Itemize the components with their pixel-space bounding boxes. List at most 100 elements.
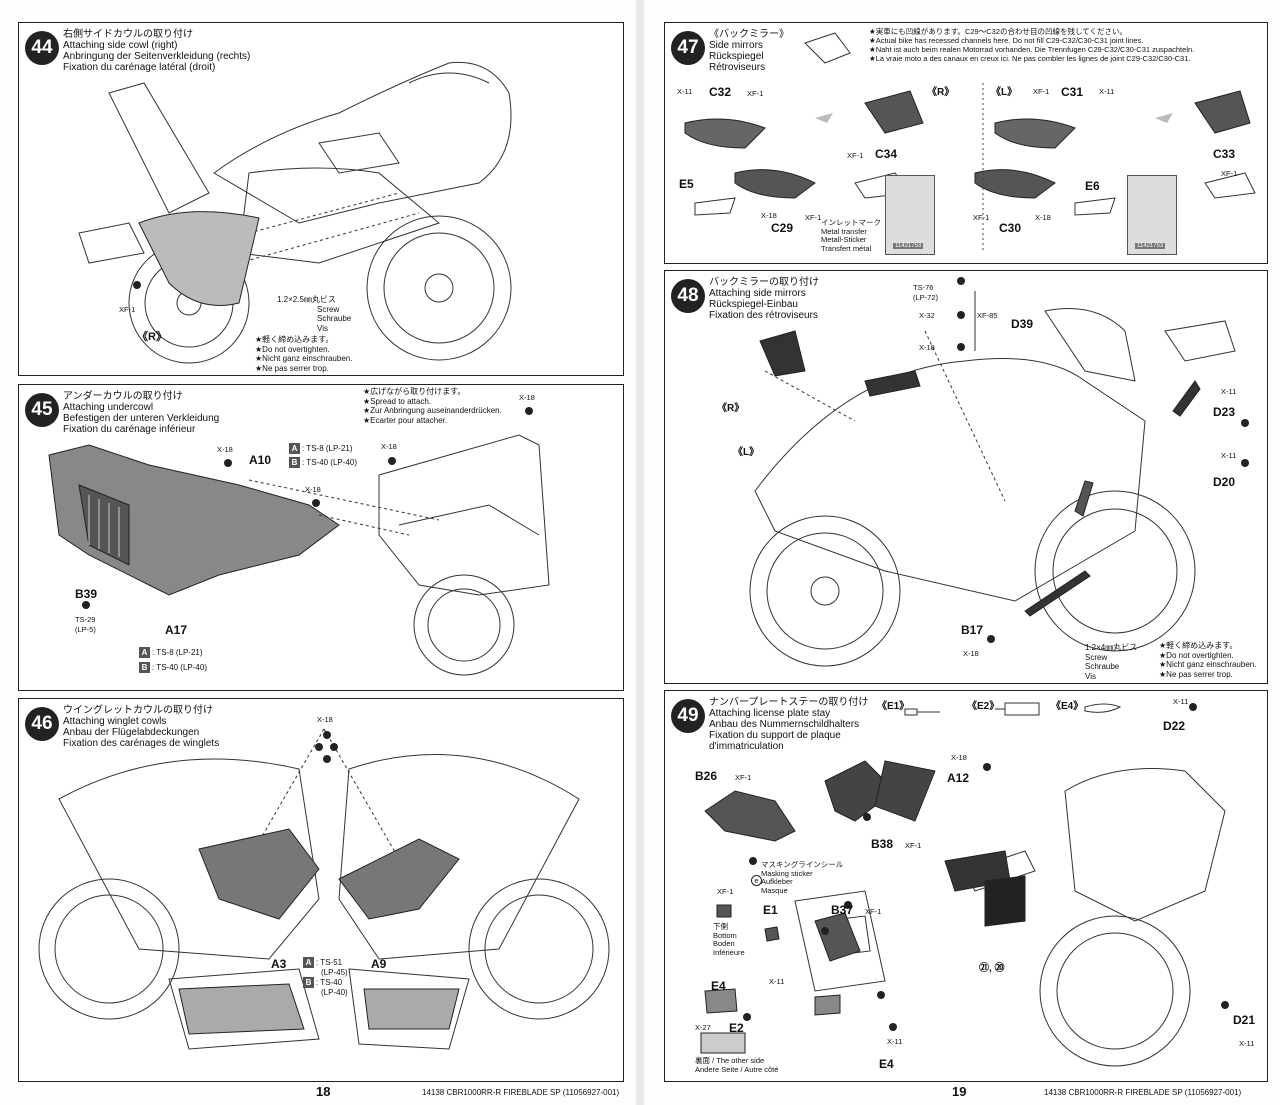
step-49-x11-b: X-11 xyxy=(887,1037,903,1046)
step-49-part-d22: D22 xyxy=(1163,719,1186,733)
step-48-x11-b: X-11 xyxy=(1221,451,1237,460)
step-47-right-label: 《R》 xyxy=(927,87,955,98)
step-48-lp72: (LP-72) xyxy=(913,293,939,302)
step-47-part-e6: E6 xyxy=(1085,179,1100,193)
step-48-ts76: TS-76 xyxy=(913,283,934,292)
step-49-ref-e2: 《E2》 xyxy=(967,701,1000,712)
step-47-title: 《バックミラー》 Side mirrors Rückspiegel Rétrov… xyxy=(709,29,789,73)
step-49-x11-c: X-11 xyxy=(1173,697,1189,706)
step-48-number: 48 xyxy=(671,279,705,313)
step-47-part-c33: C33 xyxy=(1213,147,1236,161)
step-48-right-label: 《R》 xyxy=(717,403,745,414)
step-44-title: 右側サイドカウルの取り付け Attaching side cowl (right… xyxy=(63,29,251,73)
step-44-panel: 44 右側サイドカウルの取り付け Attaching side cowl (ri… xyxy=(18,22,624,376)
step-49-xf1-d: XF-1 xyxy=(865,907,882,916)
step-49-part-e1: E1 xyxy=(763,903,778,917)
step-47-part-c30: C30 xyxy=(999,221,1022,235)
step-45-paint-bottom: A: TS-8 (LP-21) B: TS-40 (LP-40) xyxy=(139,647,207,673)
footer-right: 14138 CBR1000RR-R FIREBLADE SP (11056927… xyxy=(1044,1088,1242,1097)
step-49-panel: 49 ナンバープレートステーの取り付け Attaching license pl… xyxy=(664,690,1268,1082)
step-44-warning: ★軽く締め込みます。 ★Do not overtighten. ★Nicht g… xyxy=(255,335,353,373)
step-49-circle-e: e xyxy=(751,875,762,886)
step-49-xf1-c: XF-1 xyxy=(717,887,734,896)
step-49-x18: X-18 xyxy=(951,753,967,762)
step-49-ref-e4: 《E4》 xyxy=(1051,701,1084,712)
step-47-part-c32: C32 xyxy=(709,85,732,99)
step-49-part-b26: B26 xyxy=(695,769,718,783)
step-49-part-e4-b: E4 xyxy=(879,1057,894,1071)
step-48-part-d39: D39 xyxy=(1011,317,1034,331)
page-number-left: 18 xyxy=(316,1084,331,1099)
step-45-title: アンダーカウルの取り付け Attaching undercowl Befesti… xyxy=(63,391,220,435)
step-47-number: 47 xyxy=(671,31,705,65)
step-47-xf1-c: XF-1 xyxy=(847,151,864,160)
step-45-part-a10: A10 xyxy=(249,453,272,467)
step-47-xf1-b: XF-1 xyxy=(1033,87,1050,96)
step-48-panel: 48 バックミラーの取り付け Attaching side mirrors Rü… xyxy=(664,270,1268,684)
step-47-part-c31: C31 xyxy=(1061,85,1084,99)
step-49-part-b37: B37 xyxy=(831,903,854,917)
step-47-decal-code-right: 11421753 xyxy=(893,243,924,249)
step-48-x18-b: X-18 xyxy=(963,649,979,658)
step-45-panel: 45 アンダーカウルの取り付け Attaching undercowl Befe… xyxy=(18,384,624,691)
step-47-panel: 47 《バックミラー》 Side mirrors Rückspiegel Rét… xyxy=(664,22,1268,264)
step-49-x27: X-27 xyxy=(695,1023,711,1032)
step-47-xf1-f: XF-1 xyxy=(973,213,990,222)
step-47-decal-sheet-right xyxy=(885,175,935,255)
step-48-left-label: 《L》 xyxy=(733,447,760,458)
step-49-decal-numbers: ㉑, ⑳ xyxy=(979,963,1005,974)
page-number-right: 19 xyxy=(952,1084,967,1099)
step-49-bottom-label: 下側 Bottom Boden Inférieure xyxy=(713,922,745,957)
step-48-part-d23: D23 xyxy=(1213,405,1236,419)
step-49-part-d21: D21 xyxy=(1233,1013,1256,1027)
step-48-warning: ★軽く締め込みます。 ★Do not overtighten. ★Nicht g… xyxy=(1159,641,1257,679)
step-47-note: ★実車にも凹線があります。C29〜C32の合わせ目の凹線を残してください。 ★A… xyxy=(869,27,1195,63)
left-page: 44 右側サイドカウルの取り付け Attaching side cowl (ri… xyxy=(0,0,636,1105)
step-49-other-side: 裏面 / The other side Andere Seite / Autre… xyxy=(695,1056,779,1074)
step-46-part-a9: A9 xyxy=(371,957,387,971)
step-45-x18-b: X-18 xyxy=(305,485,321,494)
step-49-part-a12: A12 xyxy=(947,771,970,785)
step-49-part-e2: E2 xyxy=(729,1021,744,1035)
step-47-part-e5: E5 xyxy=(679,177,694,191)
step-46-part-a3: A3 xyxy=(271,957,287,971)
mirror-install-drawing xyxy=(749,277,1249,667)
step-45-part-a17: A17 xyxy=(165,623,188,637)
step-47-part-c29: C29 xyxy=(771,221,794,235)
step-49-x11-d: X-11 xyxy=(1239,1039,1255,1048)
page-gutter xyxy=(636,0,644,1105)
step-49-xf1-b: XF-1 xyxy=(905,841,922,850)
step-49-number: 49 xyxy=(671,699,705,733)
undercowl-drawing xyxy=(48,407,550,676)
right-page: 47 《バックミラー》 Side mirrors Rückspiegel Rét… xyxy=(644,0,1280,1105)
step-45-paint-top: A: TS-8 (LP-21) B: TS-40 (LP-40) xyxy=(289,443,357,468)
step-46-paint: A: TS-51 (LP-45) B: TS-40 (LP-40) xyxy=(303,957,348,997)
step-49-x11-a: X-11 xyxy=(769,977,785,986)
step-48-title: バックミラーの取り付け Attaching side mirrors Rücks… xyxy=(709,277,819,321)
step-49-part-b38: B38 xyxy=(871,837,894,851)
winglet-drawing xyxy=(38,728,610,1050)
step-46-number: 46 xyxy=(25,707,59,741)
step-45-x18-a: X-18 xyxy=(217,445,233,454)
footer-left: 14138 CBR1000RR-R FIREBLADE SP (11056927… xyxy=(422,1088,620,1097)
step-49-part-e4-a: E4 xyxy=(711,979,726,993)
step-45-x18-d: X-18 xyxy=(519,393,535,402)
motorcycle-side-drawing xyxy=(78,61,512,364)
step-45-number: 45 xyxy=(25,393,59,427)
step-44-xf1-label: XF-1 xyxy=(119,305,136,314)
step-48-x32: X-32 xyxy=(919,311,935,320)
step-48-xf85: XF-85 xyxy=(977,311,998,320)
step-47-left-label: 《L》 xyxy=(991,87,1018,98)
step-44-side-label: 《R》 xyxy=(137,331,167,343)
step-47-transfer: インレットマーク Metal transfer Metall-Sticker T… xyxy=(821,218,881,253)
step-47-part-c34: C34 xyxy=(875,147,898,161)
step-49-masking: マスキングラインシール Masking sticker Aufkleber Ma… xyxy=(761,860,844,895)
step-49-title: ナンバープレートステーの取り付け Attaching license plate… xyxy=(709,697,869,752)
step-49-ref-e1: 《E1》 xyxy=(877,701,910,712)
step-49-xf1-a: XF-1 xyxy=(735,773,752,782)
step-45-lp5: (LP-5) xyxy=(75,625,96,634)
step-47-x11-a: X-11 xyxy=(677,87,693,96)
step-46-panel: 46 ウイングレットカウルの取り付け Attaching winglet cow… xyxy=(18,698,624,1082)
step-47-xf1-a: XF-1 xyxy=(747,89,764,98)
step-44-screw-note: 1.2×2.5㎜丸ビス Screw Schraube Vis xyxy=(277,295,352,333)
